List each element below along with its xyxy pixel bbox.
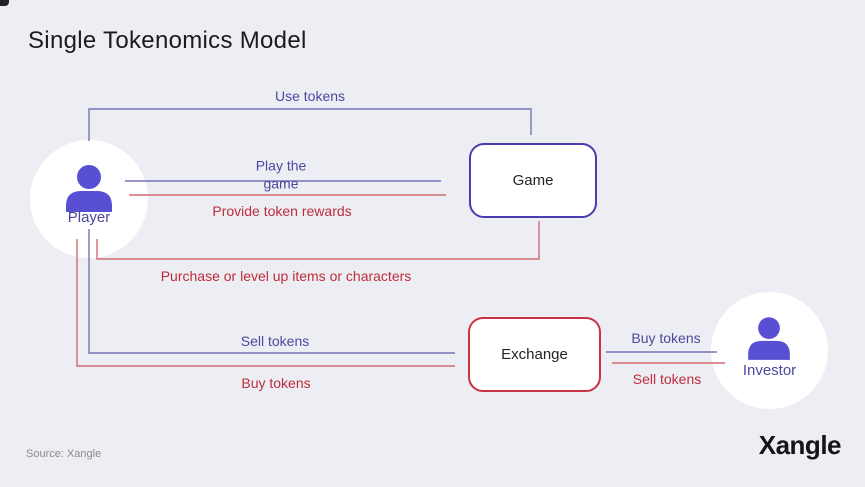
brand-logo: Xangle bbox=[758, 430, 842, 460]
game-node: Game bbox=[469, 143, 597, 218]
edge-label-play-the-game: Play the game bbox=[255, 157, 307, 192]
person-icon bbox=[66, 165, 112, 212]
edge-label-buy-tokens-investor: Buy tokens bbox=[631, 330, 701, 346]
edge-label-purchase-items: Purchase or level up items or characters bbox=[160, 268, 412, 284]
player-label: Player bbox=[67, 209, 111, 226]
game-label: Game bbox=[512, 172, 554, 189]
player-node: Player bbox=[30, 140, 148, 258]
investor-label: Investor bbox=[742, 362, 797, 379]
edge-label-sell-tokens-player: Sell tokens bbox=[240, 333, 310, 349]
source-note: Source: Xangle bbox=[26, 448, 102, 460]
edge-label-use-tokens: Use tokens bbox=[274, 88, 346, 104]
edge-label-buy-tokens-player: Buy tokens bbox=[241, 375, 311, 391]
page-title: Single Tokenomics Model bbox=[28, 27, 307, 54]
edge-label-sell-tokens-investor: Sell tokens bbox=[632, 371, 702, 387]
person-icon bbox=[748, 317, 790, 360]
arrow-use-tokens bbox=[88, 108, 532, 141]
edge-label-provide-token-rewards: Provide token rewards bbox=[212, 203, 352, 219]
exchange-node: Exchange bbox=[468, 317, 601, 392]
corner-artifact bbox=[0, 0, 9, 6]
arrow-purchase-items bbox=[96, 221, 540, 260]
exchange-label: Exchange bbox=[501, 346, 568, 363]
investor-node: Investor bbox=[711, 292, 828, 409]
